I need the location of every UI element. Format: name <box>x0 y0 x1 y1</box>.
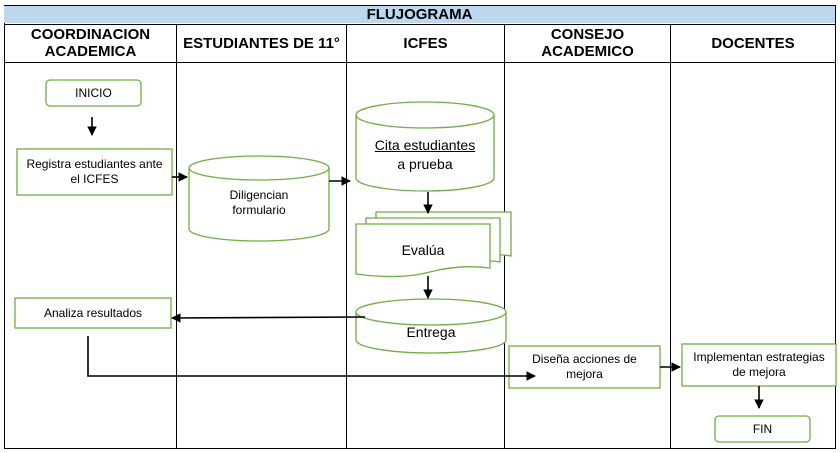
diligencian-storage <box>188 155 330 242</box>
diagram-title: FLUJOGRAMA <box>4 6 835 23</box>
cita-label-line2: a prueba <box>397 155 453 172</box>
entrega-label: Entrega <box>406 323 456 340</box>
lane-header-consejo: CONSEJO ACADEMICO <box>541 26 634 60</box>
analiza-label: Analiza resultados <box>43 305 143 320</box>
lane-header-estudiantes: ESTUDIANTES DE 11° <box>183 34 340 52</box>
arrow-analiza-disena <box>87 336 536 381</box>
disena-process <box>508 345 661 389</box>
registra-process <box>16 148 173 196</box>
inicio-label: INICIO <box>75 85 112 100</box>
fin-terminator <box>714 415 811 443</box>
lane-header-coordinacion: COORDINACION ACADEMICA <box>30 26 151 60</box>
implementan-label: Implementan estrategias de mejora <box>693 350 825 379</box>
diligencian-storage-top <box>188 167 330 181</box>
implementan-process <box>681 343 837 387</box>
lane-header-icfes: ICFES <box>403 34 448 52</box>
lane-header-docentes: DOCENTES <box>711 34 795 52</box>
evalua-multidocument <box>355 211 512 278</box>
swimlane-grid <box>4 5 836 449</box>
analiza-process <box>14 297 172 329</box>
diligencian-label: Diligencian formulario <box>229 188 289 217</box>
cita-storage-top <box>355 114 495 129</box>
cita-label-line1: Cita estudiantes <box>374 136 476 153</box>
arrow-entrega-analiza <box>171 313 366 323</box>
evalua-label: Evalúa <box>401 241 445 258</box>
cita-storage <box>355 101 495 192</box>
fin-label: FIN <box>752 421 773 436</box>
entrega-storage <box>355 298 507 354</box>
registra-label: Registra estudiantes ante el ICFES <box>26 157 163 186</box>
inicio-terminator <box>45 79 142 107</box>
disena-label: Diseña acciones de mejora <box>532 352 637 381</box>
